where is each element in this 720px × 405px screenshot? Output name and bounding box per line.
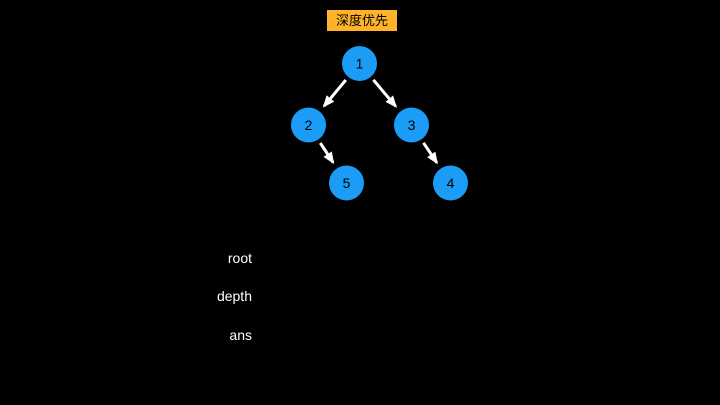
title-badge: 深度优先	[327, 10, 397, 31]
tree-nodes: 1 2 3 5 4	[291, 46, 468, 201]
tree-edge-n1-n2	[322, 79, 347, 108]
tree-node-4: 4	[433, 165, 468, 201]
tree-node-2: 2	[291, 107, 326, 143]
tree-node-circle	[394, 107, 429, 143]
variable-label-root: root	[227, 250, 252, 266]
tree-node-circle	[329, 165, 364, 201]
variable-label-ans: ans	[229, 327, 252, 343]
variable-label-depth: depth	[216, 288, 252, 304]
tree-node-label: 2	[305, 117, 313, 133]
tree-node-label: 5	[343, 175, 351, 191]
tree-edges	[319, 78, 439, 165]
tree-edge-n2-n5	[319, 142, 335, 165]
tree-edge-n1-n3	[372, 78, 397, 108]
tree-node-circle	[291, 107, 326, 143]
tree-node-3: 3	[394, 107, 429, 143]
tree-node-circle	[342, 46, 377, 81]
tree-edge-n3-n4	[422, 141, 439, 165]
tree-node-1: 1	[342, 46, 377, 81]
tree-node-5: 5	[329, 165, 364, 201]
tree-node-label: 3	[408, 117, 416, 133]
tree-node-label: 1	[356, 56, 364, 72]
tree-node-label: 4	[447, 175, 455, 191]
tree-node-circle	[433, 165, 468, 201]
